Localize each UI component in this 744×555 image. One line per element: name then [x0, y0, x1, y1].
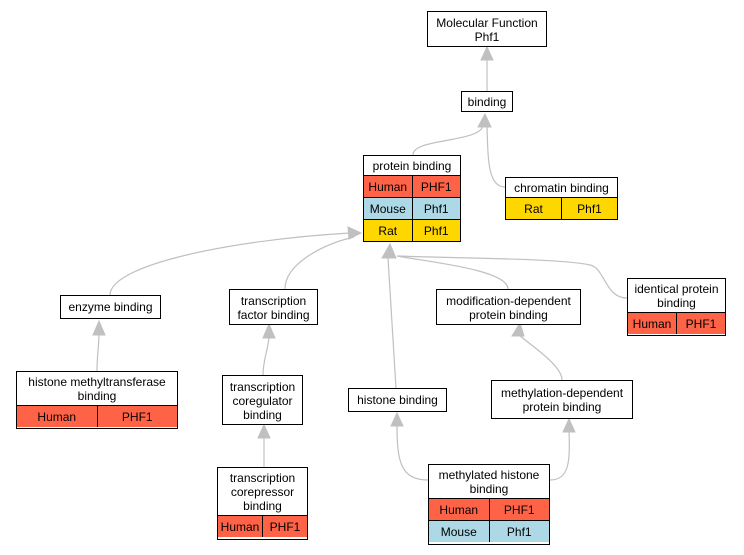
species-cell: Rat — [524, 201, 543, 216]
edge-modification-dependent-to-protein-binding — [396, 255, 509, 290]
species-cell: Mouse — [440, 524, 477, 539]
annotation-row[interactable]: Rat Phf1 — [364, 219, 460, 241]
node-title: enzyme binding — [68, 300, 153, 314]
edge-chromatin-binding-to-binding — [486, 125, 506, 188]
annotation-row[interactable]: Human PHF1 — [17, 405, 177, 427]
annotation-row[interactable]: Rat Phf1 — [506, 197, 617, 219]
annotation-row[interactable]: Human PHF1 — [429, 498, 549, 520]
edge-histone-methyltransferase-to-enzyme-binding — [96, 333, 100, 372]
edge-coregulator-to-transcription-factor — [262, 336, 270, 376]
gene-cell: Phf1 — [411, 220, 461, 241]
edge-identical-protein-to-protein-binding — [397, 255, 628, 299]
node-title: protein binding — [372, 159, 452, 173]
gene-cell: Phf1 — [561, 198, 617, 219]
annotation-row[interactable]: Human PHF1 — [628, 312, 725, 334]
species-cell: Mouse — [369, 201, 406, 216]
edge-protein-binding-to-binding — [412, 125, 484, 156]
node-binding[interactable]: binding — [461, 91, 513, 112]
species-cell: Rat — [378, 223, 398, 238]
gene-cell: PHF1 — [411, 176, 461, 197]
node-enzyme-binding[interactable]: enzyme binding — [60, 295, 161, 319]
gene-cell: PHF1 — [676, 313, 725, 334]
edge-methylation-dependent-to-modification-dependent — [517, 333, 563, 381]
arrowhead-transcription-factor-binding — [262, 322, 276, 339]
arrowhead-enzyme-binding — [92, 319, 106, 336]
species-cell: Human — [439, 502, 479, 517]
edge-methylated-histone-to-methylation-dependent — [549, 429, 570, 481]
edge-histone-binding-to-protein-binding — [387, 257, 397, 389]
arrowhead-protein-binding-bottom — [381, 242, 397, 259]
edge-enzyme-binding-to-protein-binding — [109, 232, 351, 296]
species-cell: Human — [37, 409, 77, 424]
gene-cell: PHF1 — [96, 406, 178, 427]
gene-cell: PHF1 — [488, 499, 550, 520]
arrowhead-protein-binding-left — [347, 226, 363, 240]
arrowhead-histone-binding — [390, 411, 404, 427]
arrowhead-binding — [477, 112, 492, 128]
arrowhead-methylation-dependent — [562, 417, 576, 433]
arrowhead-modification-dependent — [511, 321, 525, 337]
node-title: histone binding — [357, 393, 438, 407]
edge-transcription-factor-binding-to-protein-binding — [284, 236, 355, 290]
gene-cell: PHF1 — [262, 516, 307, 537]
node-title: chromatin binding — [514, 181, 609, 195]
annotation-row[interactable]: Mouse Phf1 — [429, 520, 549, 542]
node-histone-binding[interactable]: histone binding — [348, 388, 447, 412]
species-cell: Human — [368, 179, 408, 194]
annotation-row[interactable]: Mouse Phf1 — [364, 197, 460, 219]
node-title: binding — [467, 94, 507, 109]
species-cell: Human — [220, 519, 260, 534]
species-cell: Human — [632, 316, 672, 331]
arrowhead-molecular-function — [480, 45, 494, 61]
edge-methylated-histone-to-histone-binding — [396, 424, 429, 481]
gene-cell: Phf1 — [488, 521, 550, 542]
gene-cell: Phf1 — [411, 198, 461, 219]
arrowhead-transcription-coregulator — [257, 423, 271, 439]
